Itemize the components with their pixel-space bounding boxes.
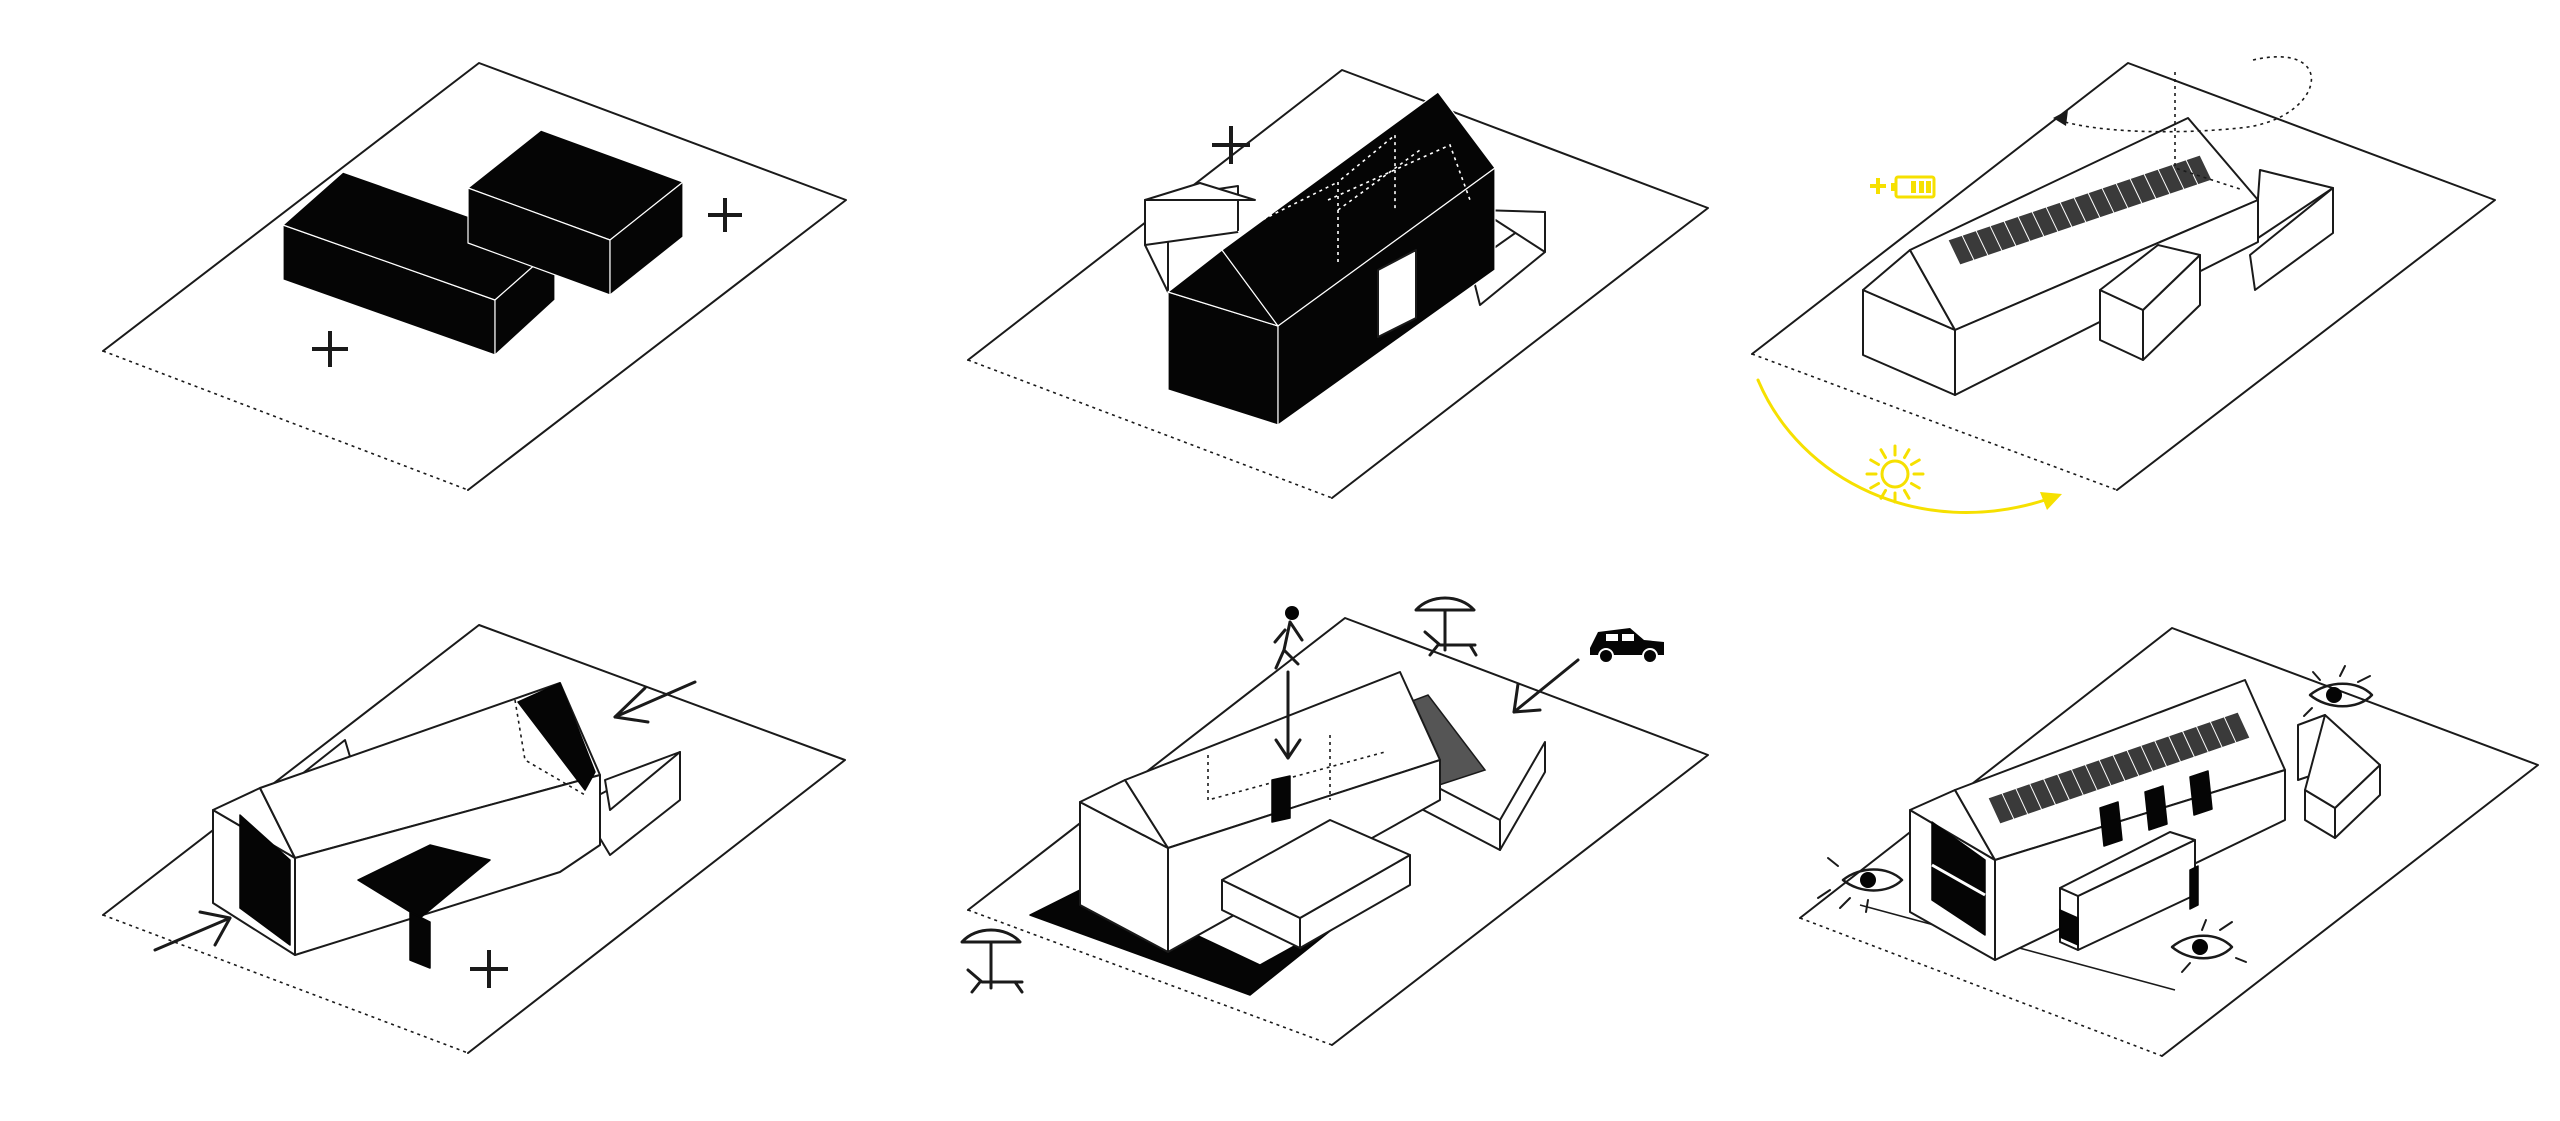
site-plane	[102, 62, 847, 491]
solar-cell-divider	[2031, 211, 2045, 237]
site-plane-front-edge	[1751, 353, 2118, 491]
solar-cell-divider	[2112, 754, 2126, 782]
arrow-icon	[1512, 658, 1580, 714]
porch-volume	[1221, 819, 1411, 949]
step-2-merged-gable-volume	[967, 69, 1709, 499]
solar-cell-divider	[2143, 173, 2157, 200]
solar-cell-divider	[2154, 740, 2168, 767]
dormer-window	[2099, 770, 2213, 847]
solar-cell-divider	[2029, 783, 2043, 810]
eye-icon	[1817, 857, 1904, 913]
solar-cell-divider	[2001, 793, 2015, 820]
arrow-icon	[153, 910, 232, 952]
solar-cell-divider	[2171, 164, 2185, 190]
step-5-circulation-and-terraces	[960, 596, 1709, 1046]
solar-cell-divider	[2059, 202, 2073, 228]
solar-cell-divider	[2015, 788, 2029, 815]
courtyard-wall	[2297, 714, 2381, 839]
solar-cell-divider	[2087, 192, 2101, 218]
sun-lounger-icon	[1414, 596, 1478, 657]
site-plane-front-edge	[967, 909, 1333, 1046]
sun-ray	[1903, 448, 1911, 460]
car-icon	[1590, 628, 1664, 664]
wing-right	[1469, 209, 1546, 306]
step-6-views	[1799, 627, 2539, 1057]
arrow-icon	[613, 680, 697, 724]
eye-icon	[2170, 919, 2247, 973]
eye-icon	[2303, 665, 2374, 717]
solar-cell-divider	[2115, 183, 2129, 209]
site-plane-front-edge	[967, 359, 1333, 499]
plus-icon	[312, 331, 348, 367]
house-body	[212, 682, 601, 956]
solar-cell-divider	[2129, 178, 2143, 204]
arrow-icon	[1274, 670, 1302, 760]
solar-cell-divider	[2101, 187, 2115, 214]
solar-cell-divider	[2195, 726, 2209, 753]
plus-icon	[1212, 126, 1250, 164]
plus-icon	[470, 950, 508, 988]
notch	[1377, 249, 1417, 338]
solar-cell-divider	[2003, 220, 2017, 247]
pedestrian-icon	[1273, 606, 1304, 670]
step-4-openings-and-access	[102, 624, 846, 1054]
sun-ray	[1909, 458, 1921, 466]
sun-ray	[1909, 482, 1921, 490]
solar-cell-divider	[1989, 225, 2003, 252]
sun-ray	[1869, 458, 1881, 466]
porch-volume	[357, 844, 491, 969]
sun-ray	[1879, 448, 1887, 460]
solar-cell-divider	[1975, 230, 1989, 256]
site-plane-front-edge	[102, 350, 469, 491]
sun-ray	[1879, 488, 1887, 500]
sun-lounger-icon	[960, 928, 1024, 994]
solar-cell-divider	[2073, 197, 2087, 223]
solar-cell-divider	[2126, 750, 2140, 777]
site-plane-front-edge	[1799, 917, 2163, 1057]
volume-left	[282, 171, 556, 356]
site-plane	[1751, 62, 2496, 491]
solar-panel-array	[1987, 711, 2251, 825]
site-plane-front-edge	[102, 914, 469, 1054]
solar-cell-divider	[1961, 235, 1975, 261]
wing-left	[1144, 182, 1256, 293]
solar-cell-divider	[2223, 716, 2237, 743]
solar-cell-divider	[2098, 759, 2112, 786]
porch-volume	[2059, 831, 2199, 951]
step-3-solar-orientation	[1751, 56, 2496, 514]
solar-cell-divider	[2084, 764, 2098, 791]
step-1-volumes	[102, 62, 847, 491]
site-plane	[1799, 627, 2539, 1057]
sun-ray	[1869, 482, 1881, 490]
solar-cell-divider	[2157, 168, 2171, 195]
volume-right	[467, 129, 684, 296]
site-plane	[967, 617, 1709, 1046]
sun-path-arrow-icon	[1756, 378, 2062, 514]
solar-cell-divider	[2185, 159, 2199, 185]
site-plane	[102, 624, 846, 1054]
solar-cell-divider	[2070, 769, 2084, 796]
plus-icon	[708, 198, 742, 232]
sun-ray	[1903, 488, 1911, 500]
solar-cell-divider	[2043, 778, 2057, 806]
solar-cell-divider	[2168, 735, 2182, 763]
solar-cell-divider	[2017, 216, 2031, 242]
solar-cell-divider	[2181, 730, 2195, 758]
rotation-arrow-icon	[2053, 56, 2313, 133]
sun-icon	[1865, 444, 1925, 504]
wing-right	[2249, 169, 2334, 291]
solar-cell-divider	[2140, 745, 2154, 772]
battery-plus-icon	[1870, 175, 1936, 199]
entrance-volume	[2099, 244, 2201, 361]
solar-cell-divider	[2045, 206, 2059, 233]
solar-cell-divider	[2056, 773, 2070, 801]
solar-cell-divider	[2209, 721, 2223, 748]
gable-volume	[1167, 91, 1496, 426]
